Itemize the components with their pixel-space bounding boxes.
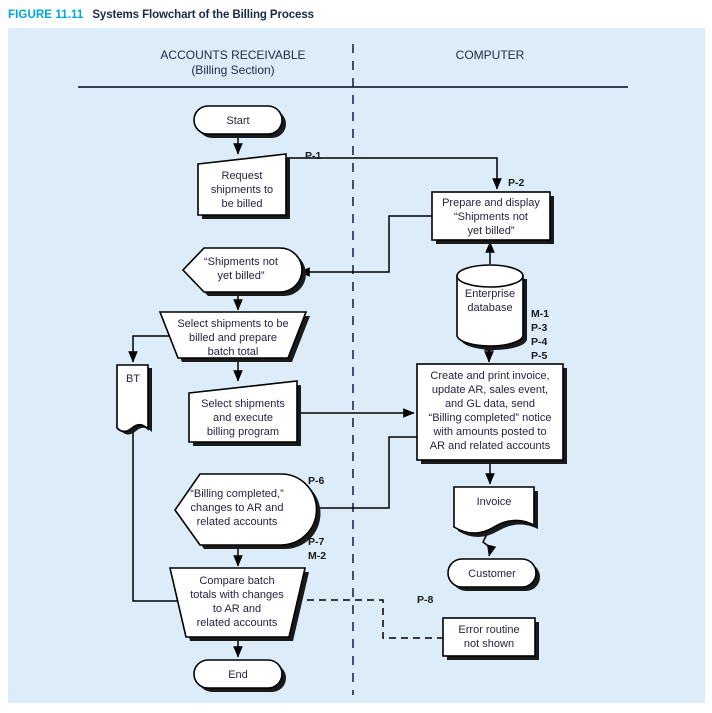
figure-caption: FIGURE 11.11 Systems Flowchart of the Bi…: [8, 4, 314, 26]
figure-title: Systems Flowchart of the Billing Process: [92, 9, 314, 21]
flowchart-panel: [8, 28, 705, 703]
figure-number: FIGURE 11.11: [8, 9, 84, 21]
